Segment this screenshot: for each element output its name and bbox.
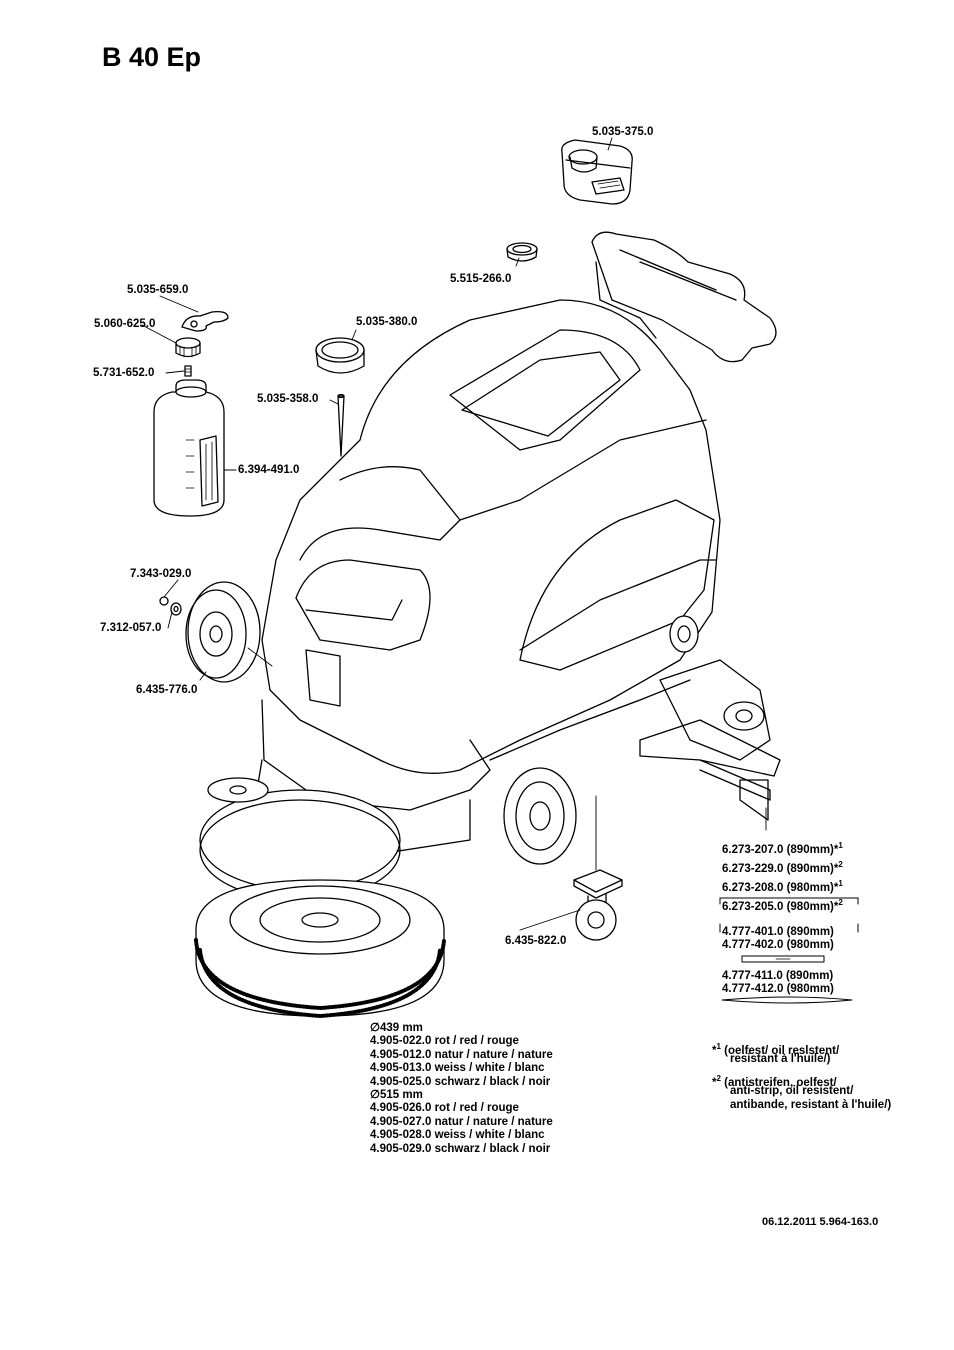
label-wheel: 6.435-776.0 — [136, 684, 198, 696]
note-2: *2 (antistreifen, oelfest/ anti-strip, o… — [712, 1074, 892, 1111]
label-bottle: 6.394-491.0 — [238, 464, 300, 476]
blade-item: 4.777-401.0 (890mm) — [722, 926, 834, 938]
bottle-fitting-part — [184, 365, 192, 377]
label-castor: 6.435-822.0 — [505, 935, 567, 947]
label-bottle-closure: 5.060-625.0 — [94, 318, 156, 330]
label-cap: 5.515-266.0 — [450, 273, 512, 285]
brush-item: 4.905-022.0 rot / red / rouge — [370, 1035, 519, 1048]
castor-part — [573, 869, 623, 941]
label-ring: 7.343-029.0 — [130, 568, 192, 580]
squeegee-item: 6.273-229.0 (890mm)*2 — [722, 860, 843, 875]
blade-item: 4.777-411.0 (890mm) — [722, 970, 834, 982]
brush-part — [194, 879, 446, 1018]
label-bottle-top: 5.035-659.0 — [127, 284, 189, 296]
bottle-top-part — [181, 310, 229, 332]
rod-part — [337, 393, 345, 457]
brush-diameter: ∅515 mm — [370, 1088, 423, 1101]
blade-strip-a — [741, 955, 825, 963]
cap-part — [506, 242, 538, 262]
washer-part — [170, 602, 182, 616]
note-1: *1 (oelfest/ oil reslstent/ resistant à … — [712, 1042, 840, 1066]
squeegee-brackets — [719, 897, 859, 933]
lid-part — [315, 337, 365, 374]
blade-item: 4.777-402.0 (980mm) — [722, 939, 834, 952]
brush-list: ∅439 mm 4.905-022.0 rot / red / rouge 4.… — [370, 1022, 553, 1156]
footer-date-code: 06.12.2011 5.964-163.0 — [762, 1216, 879, 1228]
squeegee-list: 6.273-207.0 (890mm)*1 6.273-229.0 (890mm… — [722, 836, 843, 913]
leader-lines — [141, 137, 767, 931]
label-bottle-fitting: 5.731-652.0 — [93, 367, 155, 379]
label-lid: 5.035-380.0 — [356, 316, 418, 328]
blades-b-list: 4.777-411.0 (890mm) 4.777-412.0 (980mm) — [722, 970, 834, 997]
brush-item: 4.905-013.0 weiss / white / blanc — [370, 1062, 545, 1075]
brush-item: 4.905-025.0 schwarz / black / noir — [370, 1075, 551, 1088]
label-tank-cover: 5.035-375.0 — [592, 126, 654, 138]
brush-item: 4.905-026.0 rot / red / rouge — [370, 1102, 519, 1115]
page-title: B 40 Ep — [102, 42, 202, 72]
bottle-closure-part — [175, 337, 201, 358]
brush-deck — [199, 777, 401, 901]
brush-item: 4.905-029.0 schwarz / black / noir — [370, 1142, 551, 1155]
ring-part — [159, 596, 169, 606]
bottle-part — [153, 379, 225, 517]
machine-body — [251, 231, 781, 865]
brush-item: 4.905-012.0 natur / nature / nature — [370, 1048, 553, 1061]
brush-item: 4.905-028.0 weiss / white / blanc — [370, 1129, 545, 1142]
tank-cover-part — [561, 139, 633, 205]
blade-strip-b — [721, 996, 853, 1004]
squeegee-item: 6.273-205.0 (980mm)*2 — [722, 898, 843, 913]
squeegee-item: 6.273-207.0 (890mm)*1 — [722, 841, 843, 856]
label-rod: 5.035-358.0 — [257, 393, 319, 405]
blade-item: 4.777-412.0 (980mm) — [722, 983, 834, 996]
wheel-part — [185, 581, 261, 683]
label-washer: 7.312-057.0 — [100, 622, 162, 634]
blades-a-list: 4.777-401.0 (890mm) 4.777-402.0 (980mm) — [722, 926, 834, 953]
squeegee-item: 6.273-208.0 (980mm)*1 — [722, 879, 843, 894]
brush-item: 4.905-027.0 natur / nature / nature — [370, 1115, 553, 1128]
brush-diameter: ∅439 mm — [370, 1022, 423, 1034]
